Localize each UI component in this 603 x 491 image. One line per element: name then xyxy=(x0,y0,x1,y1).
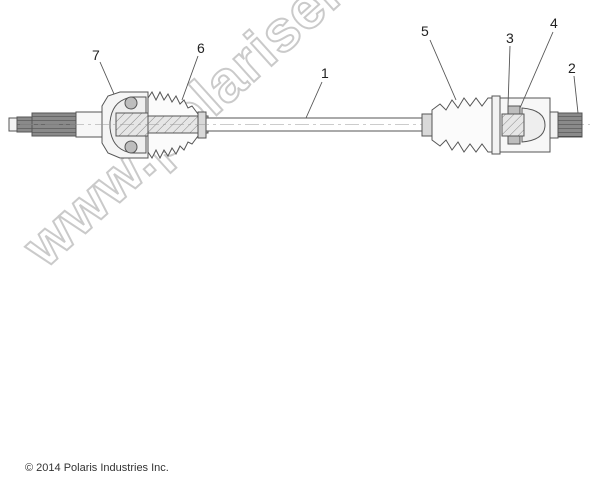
copyright-notice: © 2014 Polaris Industries Inc. xyxy=(25,462,169,474)
inner-boot xyxy=(421,95,501,155)
outer-boot xyxy=(147,90,209,160)
callout-1: 1 xyxy=(321,65,329,81)
callout-5: 5 xyxy=(421,23,429,39)
callout-4: 4 xyxy=(550,15,558,31)
callout-3: 3 xyxy=(506,30,514,46)
callout-2: 2 xyxy=(568,60,576,76)
inner-cv-joint xyxy=(499,97,551,153)
inner-stub-shaft xyxy=(549,111,583,139)
leader-lines xyxy=(99,31,579,119)
callout-7: 7 xyxy=(92,47,100,63)
callout-6: 6 xyxy=(197,40,205,56)
outer-cv-joint xyxy=(101,91,149,159)
